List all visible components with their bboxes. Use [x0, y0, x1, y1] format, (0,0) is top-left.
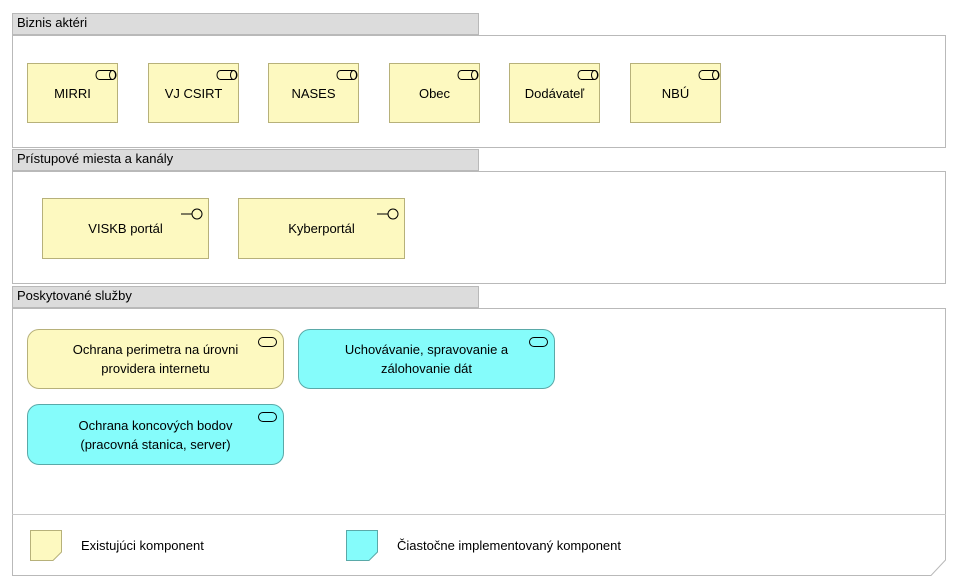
actor-label: Dodávateľ	[524, 85, 585, 101]
actor-box[interactable]: Dodávateľ	[509, 63, 600, 123]
actor-label: NASES	[291, 85, 336, 101]
interface-label: Kyberportál	[288, 221, 355, 236]
service-label: Ochrana perimetra na úrovni providera in…	[72, 342, 239, 376]
role-icon	[336, 70, 358, 80]
actor-box[interactable]: NBÚ	[630, 63, 721, 123]
service-icon	[258, 412, 277, 422]
group-header-actors: Biznis aktéri	[12, 13, 479, 35]
actor-label: VJ CSIRT	[164, 85, 223, 101]
group-title: Poskytované služby	[17, 288, 132, 303]
role-icon	[457, 70, 479, 80]
service-label: Ochrana koncových bodov (pracovná stanic…	[78, 417, 233, 452]
service-icon	[529, 337, 548, 347]
role-icon	[698, 70, 720, 80]
service-icon	[258, 337, 277, 347]
actor-box[interactable]: VJ CSIRT	[148, 63, 239, 123]
group-header-channels: Prístupové miesta a kanály	[12, 149, 479, 171]
actor-box[interactable]: Obec	[389, 63, 480, 123]
group-header-services: Poskytované služby	[12, 286, 479, 308]
service-label: Uchovávanie, spravovanie a zálohovanie d…	[344, 342, 509, 376]
service-box[interactable]: Uchovávanie, spravovanie a zálohovanie d…	[298, 329, 555, 389]
role-icon	[216, 70, 238, 80]
legend-label-partial: Čiastočne implementovaný komponent	[397, 538, 622, 553]
actor-label: Obec	[418, 85, 451, 101]
interface-box[interactable]: Kyberportál	[238, 198, 405, 259]
role-icon	[95, 70, 117, 80]
legend-swatch-existing	[30, 530, 62, 561]
group-title: Prístupové miesta a kanály	[17, 151, 174, 166]
interface-label: VISKB portál	[88, 221, 163, 236]
actor-box[interactable]: MIRRI	[27, 63, 118, 123]
actor-label: NBÚ	[661, 85, 690, 101]
service-box[interactable]: Ochrana perimetra na úrovni providera in…	[27, 329, 284, 389]
interface-icon	[377, 208, 399, 220]
legend-divider	[12, 514, 946, 515]
interface-box[interactable]: VISKB portál	[42, 198, 209, 259]
actor-label: MIRRI	[54, 85, 91, 101]
interface-icon	[181, 208, 203, 220]
actor-box[interactable]: NASES	[268, 63, 359, 123]
service-box[interactable]: Ochrana koncových bodov (pracovná stanic…	[27, 404, 284, 465]
group-title: Biznis aktéri	[17, 15, 88, 30]
legend-swatch-partial	[346, 530, 378, 561]
legend-label-existing: Existujúci komponent	[81, 538, 204, 553]
role-icon	[577, 70, 599, 80]
